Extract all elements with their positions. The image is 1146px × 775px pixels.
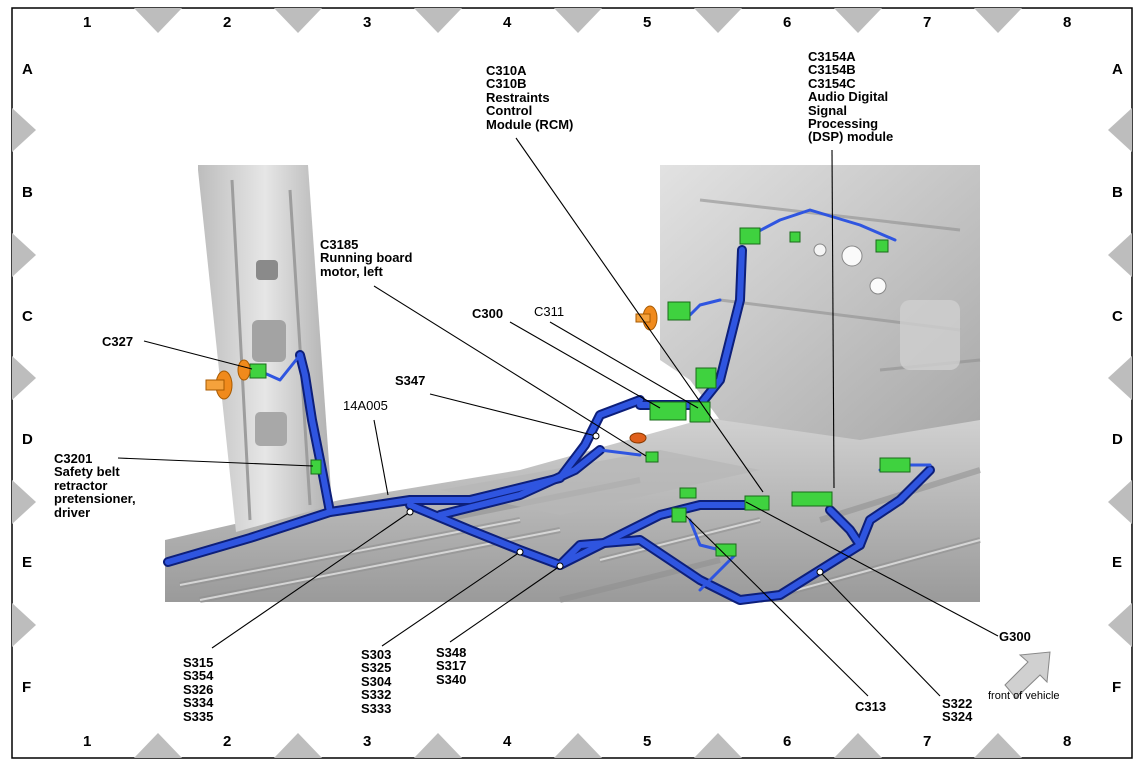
- connector-c313: [671, 507, 687, 523]
- grid-marker: [12, 603, 36, 647]
- label-s303-group: S303 S325 S304 S332 S333: [361, 647, 392, 716]
- front-arrow-icon: [1004, 651, 1051, 699]
- label-s322-group: S322 S324: [942, 696, 973, 725]
- grid-marker: [274, 733, 322, 758]
- connector-c3201: [310, 459, 322, 475]
- grid-col-bottom-2: 2: [223, 733, 232, 750]
- grid-col-bottom-1: 1: [83, 733, 92, 750]
- label-c3154-dsp: C3154A C3154B C3154C Audio Digital Signa…: [808, 49, 894, 145]
- label-front-of-vehicle: front of vehicle: [988, 690, 1060, 702]
- grid-marker: [834, 8, 882, 33]
- grid-markers-horizontal: [134, 8, 1022, 758]
- grid-col-bottom-7: 7: [923, 733, 932, 750]
- grid-col-top-7: 7: [923, 14, 932, 31]
- grid-row-left-A: A: [22, 61, 33, 78]
- grid-marker: [554, 8, 602, 33]
- label-c313: C313: [855, 699, 887, 714]
- connector-small: [789, 231, 801, 243]
- label-c310-rcm: C310A C310B Restraints Control Module (R…: [486, 63, 574, 132]
- connector-lower: [715, 543, 737, 557]
- label-c311: C311: [534, 304, 565, 319]
- connector-c-right: [667, 301, 691, 321]
- grid-col-bottom-3: 3: [363, 733, 372, 750]
- label-s348-group: S348 S317 S340: [436, 645, 467, 687]
- label-c3201: C3201 Safety belt retractor pretensioner…: [54, 451, 136, 520]
- connector-g300-area: [679, 487, 697, 499]
- connector-c3185: [645, 451, 659, 463]
- grid-row-right-C: C: [1112, 308, 1123, 325]
- connector-right-lower: [879, 457, 911, 473]
- grid-col-bottom-5: 5: [643, 733, 652, 750]
- grid-marker: [414, 8, 462, 33]
- grid-marker: [1108, 603, 1132, 647]
- grid-col-top-6: 6: [783, 14, 792, 31]
- label-s347: S347: [395, 373, 426, 388]
- label-14a005: 14A005: [343, 398, 388, 413]
- grid-col-top-4: 4: [503, 14, 512, 31]
- grid-row-right-B: B: [1112, 184, 1123, 201]
- grid-marker: [694, 733, 742, 758]
- grid-row-right-F: F: [1112, 679, 1122, 696]
- grid-marker: [1108, 356, 1132, 400]
- grid-marker: [554, 733, 602, 758]
- grid-marker: [12, 108, 36, 152]
- grid-marker: [12, 480, 36, 524]
- leader-lines: [117, 137, 999, 697]
- grid-marker: [1108, 480, 1132, 524]
- grid-marker: [834, 733, 882, 758]
- grid-row-left-E: E: [22, 554, 33, 571]
- grid-row-left-B: B: [22, 184, 33, 201]
- connector-c310: [695, 367, 717, 389]
- grid-marker: [694, 8, 742, 33]
- grid-row-left-D: D: [22, 431, 33, 448]
- grid-col-top-1: 1: [83, 14, 92, 31]
- grid-marker: [12, 356, 36, 400]
- connector-g300: [744, 495, 770, 511]
- grid-row-left-C: C: [22, 308, 33, 325]
- grid-row-left-F: F: [22, 679, 32, 696]
- grid-marker: [134, 733, 182, 758]
- label-c300: C300: [472, 306, 504, 321]
- grid-col-top-8: 8: [1063, 14, 1072, 31]
- grid-marker: [414, 733, 462, 758]
- grid-row-right-E: E: [1112, 554, 1123, 571]
- splice-markers: [406, 432, 824, 576]
- grid-col-bottom-6: 6: [783, 733, 792, 750]
- vehicle-body: [165, 165, 981, 603]
- connector-right-upper: [875, 239, 889, 253]
- label-g300: G300: [999, 629, 1031, 644]
- grid-marker: [134, 8, 182, 33]
- connector-c300: [649, 401, 687, 421]
- grid-marker: [12, 233, 36, 277]
- grid-markers-vertical: [12, 108, 1132, 647]
- wiring-harness: [163, 208, 935, 605]
- grid-marker: [1108, 108, 1132, 152]
- label-c3185: C3185 Running board motor, left: [320, 237, 413, 279]
- grid-col-top-2: 2: [223, 14, 232, 31]
- grid-marker: [974, 733, 1022, 758]
- grid-marker: [274, 8, 322, 33]
- grid-marker: [1108, 233, 1132, 277]
- connector-c327: [249, 363, 267, 379]
- grid-col-bottom-8: 8: [1063, 733, 1072, 750]
- grid-col-top-5: 5: [643, 14, 652, 31]
- label-c327: C327: [102, 334, 134, 349]
- grid-marker: [974, 8, 1022, 33]
- connector-c3154: [791, 491, 833, 507]
- label-s315-group: S315 S354 S326 S334 S335: [183, 655, 214, 724]
- grid-row-right-D: D: [1112, 431, 1123, 448]
- grid-col-top-3: 3: [363, 14, 372, 31]
- grid-col-bottom-4: 4: [503, 733, 512, 750]
- connector-upper: [739, 227, 761, 245]
- grid-row-right-A: A: [1112, 61, 1123, 78]
- orange-components: [205, 305, 658, 444]
